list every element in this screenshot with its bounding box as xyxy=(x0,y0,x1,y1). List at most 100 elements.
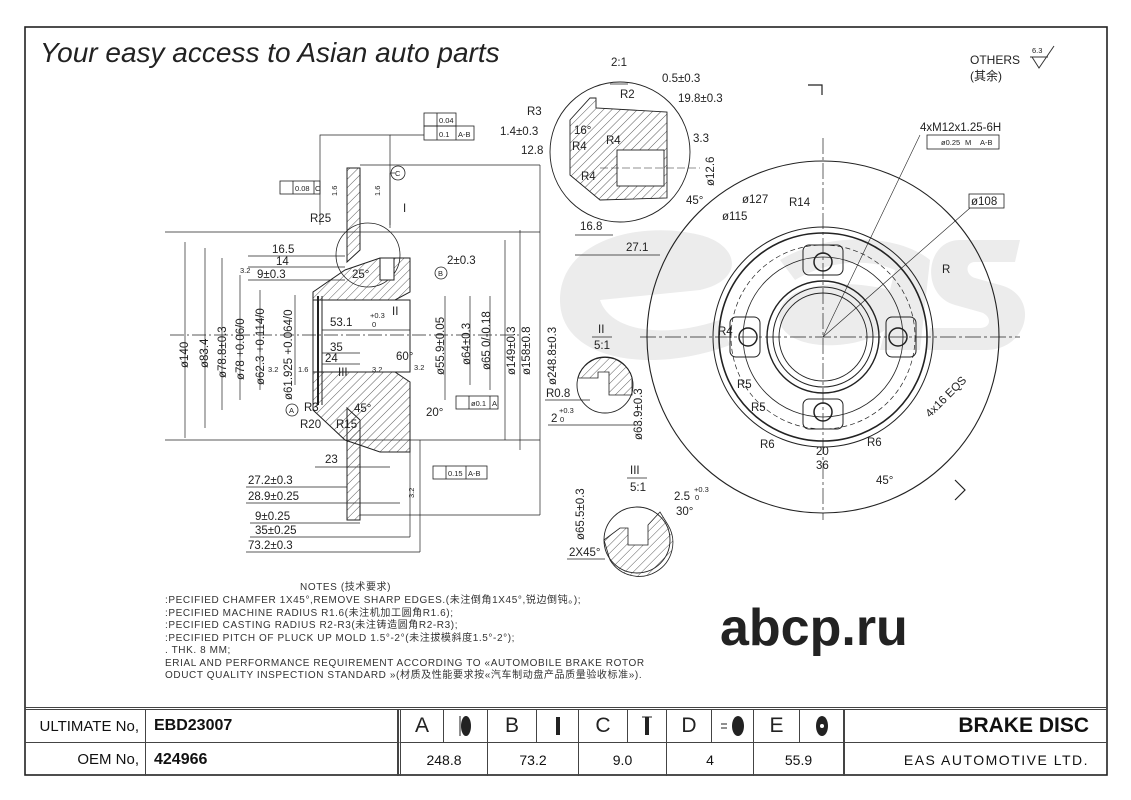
dimension-label: III xyxy=(338,367,348,379)
dimension-label: 0.1 xyxy=(439,130,449,139)
ultimate-value: EBD23007 xyxy=(146,710,398,743)
col-b-letter: B xyxy=(488,710,537,743)
dimension-label: ERIAL AND PERFORMANCE REQUIREMENT ACCORD… xyxy=(165,658,645,669)
dimension-label: 3.2 xyxy=(407,488,416,498)
dimension-label: B xyxy=(438,269,443,278)
dimension-label: 9±0.25 xyxy=(255,511,290,523)
dimension-label: . THK. 8 MM; xyxy=(165,645,231,656)
dimension-label: R xyxy=(942,264,950,276)
title-block: ULTIMATE No, EBD23007 A B C D E BRAKE DI… xyxy=(25,707,1107,777)
dimension-label: 2±0.3 xyxy=(447,255,476,267)
disc-face-view xyxy=(640,84,1020,520)
notes-title: NOTES (技术要求) xyxy=(300,580,391,593)
section-view xyxy=(165,134,541,553)
disc-diameter-icon xyxy=(444,710,488,743)
dimension-label: 20° xyxy=(426,407,443,419)
dimension-label: ø115 xyxy=(722,211,747,223)
dimension-label: I xyxy=(403,203,406,215)
dimension-label: 3.3 xyxy=(693,133,709,145)
dimension-label: 0 xyxy=(560,415,564,424)
dimension-label: 14 xyxy=(276,256,289,268)
others-roughness: OTHERS 6.3 (其余) xyxy=(970,45,1055,83)
dimension-label: R0.8 xyxy=(546,388,570,400)
dimension-label: ø127 xyxy=(742,194,768,206)
dimension-label: ø65 0/-0.18 xyxy=(481,311,493,370)
dimension-label: ø63.9±0.3 xyxy=(633,388,645,440)
dimension-label: C xyxy=(315,184,321,193)
dimension-label: 20 xyxy=(816,446,829,458)
dimension-label: 1.6 xyxy=(330,186,339,196)
dimension-label: +0.3 xyxy=(559,406,574,415)
dimension-label: R15 xyxy=(336,419,357,431)
dimension-label: M xyxy=(965,138,971,147)
dimension-label: R5 xyxy=(737,379,752,391)
dimension-label: 0 xyxy=(372,320,376,329)
dimension-label: ø248.8±0.3 xyxy=(547,327,559,385)
col-d-value: 4 xyxy=(667,743,754,776)
dimension-label: 6.3 xyxy=(1032,46,1042,55)
dimension-label: :PECIFIED MACHINE RADIUS R1.6(未注机加工圆角R1.… xyxy=(165,606,454,619)
watermark-brand-logo xyxy=(560,230,1026,360)
dimension-label: ø62.3 +0.114/0 xyxy=(255,308,267,385)
dimension-label: 12.8 xyxy=(521,145,543,157)
dimension-label: 45° xyxy=(354,403,371,415)
dimension-label: ODUCT QUALITY INSPECTION STANDARD »(材质及性… xyxy=(165,668,642,681)
dimension-label: (其余) xyxy=(970,68,1002,83)
dimension-label: +0.3 xyxy=(370,311,385,320)
watermark: Your easy access to Asian auto parts abc… xyxy=(40,37,1026,657)
disc-thickness-icon xyxy=(628,710,667,743)
dimension-label: ø55.9±0.05 xyxy=(435,317,447,375)
dimension-label: A xyxy=(289,406,294,415)
detail-i: 2:1 0.5±0.3 R2 19.8±0.3 R3 1.4±0.3 16° R… xyxy=(500,57,723,256)
col-a-letter: A xyxy=(398,710,444,743)
bolt-bosses xyxy=(729,244,917,430)
dimension-label: 1.6 xyxy=(373,186,382,196)
dimension-label: 27.1 xyxy=(626,242,648,254)
dimension-label: 0.5±0.3 xyxy=(662,73,700,85)
dimension-label: 5:1 xyxy=(630,482,646,494)
dimension-label: 0.08 xyxy=(295,184,310,193)
dimension-label: R3 xyxy=(527,106,542,118)
dimension-label: 45° xyxy=(686,195,703,207)
ultimate-label: ULTIMATE No, xyxy=(25,710,146,743)
dimension-label: :PECIFIED PITCH OF PLUCK UP MOLD 1.5°-2°… xyxy=(165,631,515,644)
col-c-value: 9.0 xyxy=(579,743,667,776)
dimension-label: 4xM12x1.25-6H xyxy=(920,122,1001,134)
dimension-label: 3.2 xyxy=(372,365,382,374)
dimension-label: 2 xyxy=(551,413,557,425)
col-e-letter: E xyxy=(754,710,800,743)
notes: NOTES (技术要求) :PECIFIED CHAMFER 1X45°,REM… xyxy=(165,580,645,681)
dimension-label: R6 xyxy=(760,439,775,451)
dimension-label: +0.3 xyxy=(694,485,709,494)
oem-value: 424966 xyxy=(146,743,398,776)
dimension-label: :PECIFIED CASTING RADIUS R2-R3(未注铸造圆角R2-… xyxy=(165,618,458,631)
dimension-label: 30° xyxy=(676,506,693,518)
center-bore-icon xyxy=(800,710,844,743)
detail-iii: III 5:1 ø65.5±0.3 2.5 +0.3 0 30° 2X45° xyxy=(567,465,709,577)
bolt-hole xyxy=(813,402,833,422)
dimension-label: 23 xyxy=(325,454,338,466)
col-e-value: 55.9 xyxy=(754,743,844,776)
dimension-label: ø78 +0.06/0 xyxy=(235,318,247,380)
dimension-label: A-B xyxy=(458,130,471,139)
dimension-label: II xyxy=(392,306,398,318)
bolt-holes-icon xyxy=(712,710,754,743)
dimension-label: 9±0.3 xyxy=(257,269,286,281)
dimension-label: R3 xyxy=(304,402,319,414)
dimension-label: 2X45° xyxy=(569,547,600,559)
dimension-label: 27.2±0.3 xyxy=(248,475,293,487)
dimension-label: 3.2 xyxy=(268,365,278,374)
dimension-label: ø149±0.3 xyxy=(506,326,518,375)
dimension-label: 24 xyxy=(325,353,338,365)
product-title: BRAKE DISC xyxy=(844,710,1107,743)
dimension-label: ø65.5±0.3 xyxy=(575,488,587,540)
dimension-label: 3.2 xyxy=(414,363,424,372)
bolt-hole xyxy=(888,327,908,347)
dimension-label: ø61.925 +0.064/0 xyxy=(283,310,295,400)
dimension-label: 36 xyxy=(816,460,829,472)
col-b-value: 73.2 xyxy=(488,743,579,776)
dimension-label: R25 xyxy=(310,213,331,225)
dimension-label: A xyxy=(492,399,497,408)
dimension-label: 2.5 xyxy=(674,491,690,503)
